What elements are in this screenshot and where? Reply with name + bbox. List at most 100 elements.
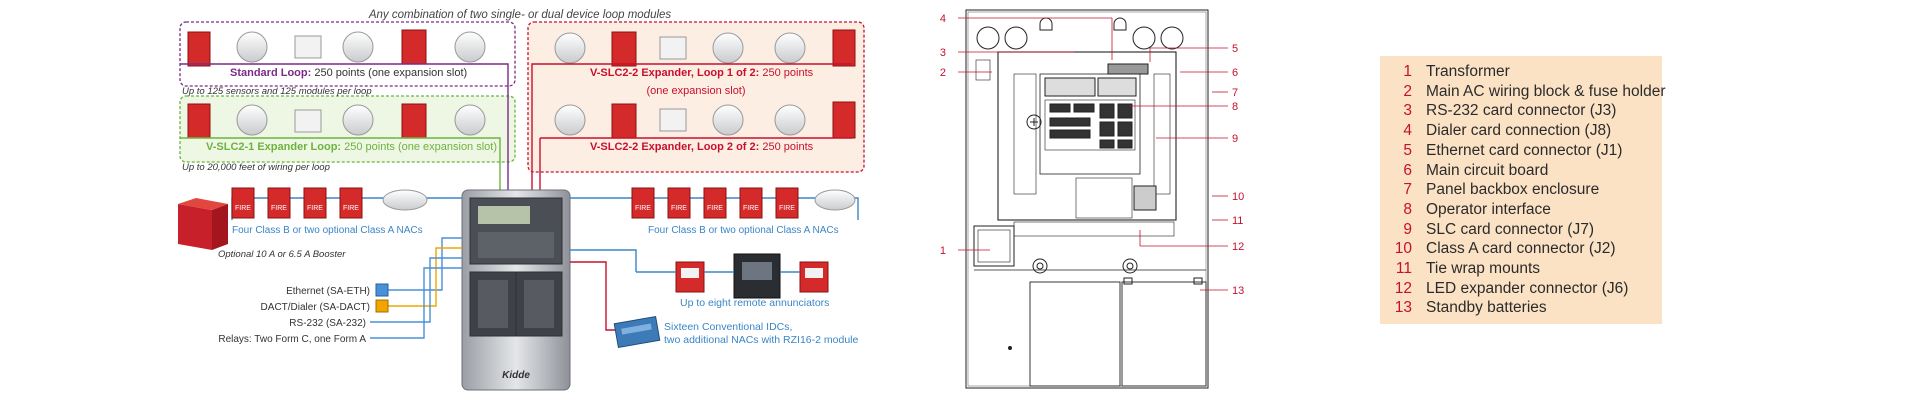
- horn-strobe: [187, 31, 211, 67]
- fire-label: FIRE: [271, 205, 287, 212]
- loop-module: [294, 109, 322, 133]
- expander1-loop-note: Up to 20,000 feet of wiring per loop: [182, 162, 330, 173]
- brand-logo: Kidde: [502, 370, 530, 381]
- legend-item-label: Dialer card connection (J8): [1426, 122, 1612, 140]
- horn-strobe: [832, 101, 856, 139]
- legend-item-number: 8: [1403, 200, 1412, 218]
- fire-label: FIRE: [307, 205, 323, 212]
- smoke-detector: [342, 31, 374, 63]
- control-panel: [461, 189, 571, 391]
- relays-label: Relays: Two Form C, one Form A: [218, 334, 366, 345]
- legend-item-number: 6: [1403, 161, 1412, 179]
- expander1-loop-title: V-SLC2-1 Expander Loop:: [206, 141, 341, 153]
- legend-item-label: Ethernet card connector (J1): [1426, 141, 1623, 159]
- legend-item-number: 7: [1403, 181, 1412, 199]
- pull-station: [401, 29, 427, 65]
- enclosure-callouts: [958, 17, 1228, 291]
- expander2-loop1-devices: [554, 29, 856, 67]
- fire-label: FIRE: [635, 205, 651, 212]
- callout-number: 11: [1232, 215, 1243, 227]
- svg-text:Standard Loop: 250 points (one: Standard Loop: 250 points (one expansion…: [230, 67, 467, 79]
- pull-station: [611, 103, 637, 139]
- nacs-left-label: Four Class B or two optional Class A NAC…: [232, 225, 423, 236]
- callout-number: 9: [1232, 133, 1238, 145]
- callout-number: 10: [1232, 191, 1244, 203]
- standard-loop-devices: [187, 29, 486, 67]
- fire-label: FIRE: [707, 205, 723, 212]
- legend-item-number: 11: [1395, 260, 1412, 277]
- loop-module: [659, 108, 687, 132]
- callout-number: 7: [1232, 87, 1238, 99]
- dialer-module: [375, 299, 389, 313]
- loop-module: [659, 36, 687, 60]
- nacs-right-label: Four Class B or two optional Class A NAC…: [648, 225, 839, 236]
- nac-right: FIRE FIRE FIRE FIRE FIRE: [565, 187, 859, 232]
- nac-speaker: [814, 189, 856, 211]
- loop-module: [294, 35, 322, 59]
- idc-label-2: two additional NACs with RZI16-2 module: [664, 334, 858, 346]
- booster: [178, 198, 228, 250]
- legend-item-label: Standby batteries: [1426, 299, 1547, 317]
- smoke-detector: [454, 104, 486, 136]
- legend-item-label: SLC card connector (J7): [1426, 220, 1594, 238]
- rs232-label: RS-232 (SA-232): [289, 318, 366, 329]
- legend-item-label: RS-232 card connector (J3): [1426, 102, 1617, 120]
- smoke-detector: [774, 32, 806, 64]
- expander1-loop-detail: 250 points (one expansion slot): [341, 141, 497, 153]
- legend-item-number: 9: [1403, 220, 1412, 238]
- ethernet-module: [375, 283, 389, 297]
- smoke-detector: [712, 32, 744, 64]
- nac-appliance: [303, 187, 327, 219]
- diagram-header: Any combination of two single- or dual d…: [368, 9, 672, 21]
- callout-number: 8: [1232, 101, 1238, 113]
- standard-loop-note: Up to 125 sensors and 125 modules per lo…: [182, 86, 372, 97]
- horn-strobe: [187, 103, 211, 139]
- nac-appliance: [703, 187, 727, 219]
- smoke-detector: [342, 104, 374, 136]
- nac-appliance: [739, 187, 763, 219]
- callout-number: 6: [1232, 67, 1238, 79]
- expander2-loop2-detail: 250 points: [759, 141, 813, 153]
- remote-annunciators: [636, 253, 829, 299]
- legend-item-label: Main AC wiring block & fuse holder: [1426, 82, 1666, 100]
- legend-item-label: Class A card connector (J2): [1426, 240, 1616, 258]
- standard-loop-detail: 250 points (one expansion slot): [311, 67, 467, 79]
- idc-module: [613, 315, 661, 349]
- annunciators-label: Up to eight remote annunciators: [680, 297, 829, 309]
- legend-item-label: Panel backbox enclosure: [1426, 181, 1600, 199]
- callout-number: 12: [1232, 241, 1244, 253]
- smoke-detector: [236, 104, 268, 136]
- fire-label: FIRE: [743, 205, 759, 212]
- svg-text:V-SLC2-1 Expander Loop: 250 po: V-SLC2-1 Expander Loop: 250 points (one …: [206, 141, 497, 153]
- callout-numbers: 4 3 2 1 5 6 7 8 9 10 11 12 13: [940, 13, 1244, 297]
- nac-speaker: [382, 189, 428, 211]
- smoke-detector: [236, 31, 268, 63]
- smoke-detector: [712, 104, 744, 136]
- legend-item-label: Transformer: [1426, 63, 1510, 80]
- option-wires: [370, 237, 637, 339]
- enclosure-drawing: [965, 9, 1209, 389]
- legend-item-label: Operator interface: [1426, 200, 1551, 218]
- callout-number: 2: [940, 67, 946, 79]
- smoke-detector: [774, 104, 806, 136]
- nac-appliance: [339, 187, 363, 219]
- callout-number: 1: [940, 245, 946, 257]
- fire-label: FIRE: [235, 205, 251, 212]
- smoke-detector: [554, 104, 586, 136]
- legend-item-number: 13: [1394, 299, 1412, 317]
- expander2-loop2-devices: [554, 101, 856, 139]
- nac-left: FIRE FIRE FIRE FIRE: [231, 187, 467, 232]
- expander2-loop2-title: V-SLC2-2 Expander, Loop 2 of 2:: [590, 141, 759, 153]
- legend-item-number: 10: [1394, 240, 1412, 258]
- pull-station: [611, 31, 637, 67]
- standard-loop-box: [179, 21, 516, 87]
- legend-item-number: 12: [1394, 279, 1412, 297]
- callout-number: 5: [1232, 43, 1238, 55]
- booster-label: Optional 10 A or 6.5 A Booster: [218, 249, 346, 260]
- smoke-detector: [554, 32, 586, 64]
- ethernet-label: Ethernet (SA-ETH): [286, 286, 370, 297]
- legend-item-number: 4: [1403, 122, 1412, 140]
- standard-loop-title: Standard Loop:: [230, 67, 311, 79]
